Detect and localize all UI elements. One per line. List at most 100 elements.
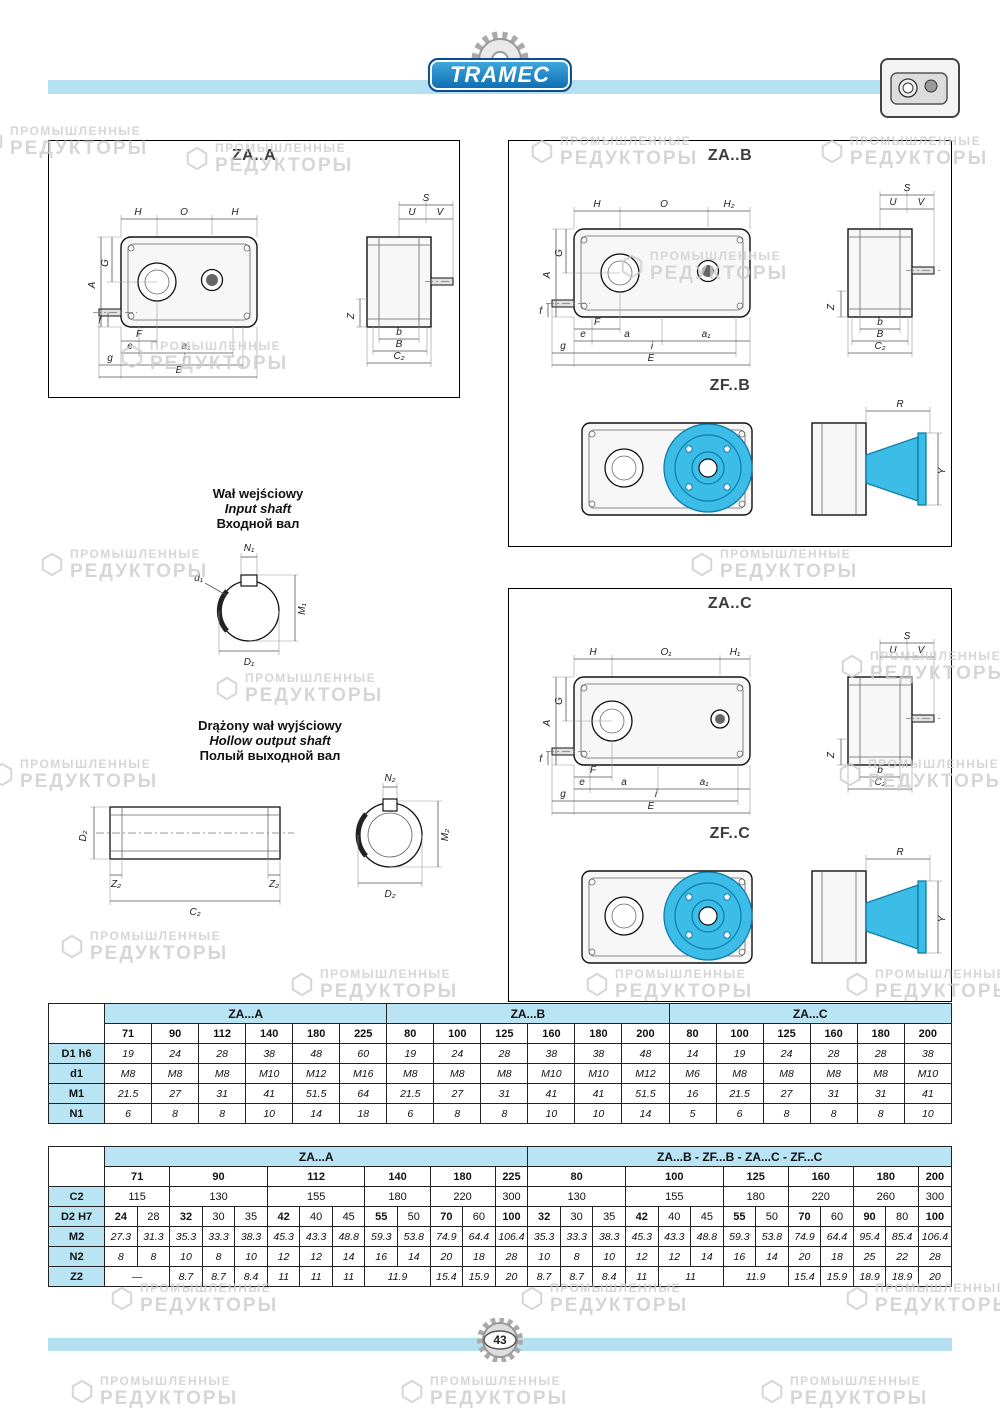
value-cell: 10	[527, 1246, 561, 1267]
watermark-line2: РЕДУКТОРЫ	[320, 980, 459, 1002]
drawing-shape	[477, 1318, 523, 1362]
value-cell: 28	[809, 1043, 858, 1064]
input-shaft-title-ru: Входной вал	[216, 516, 300, 531]
drawing-shape	[837, 738, 848, 766]
size-header: 160	[809, 1023, 858, 1044]
drawing-shape	[588, 430, 596, 438]
value-cell: 220	[429, 1186, 496, 1207]
input-shaft-title-pl: Wał wejściowy	[212, 486, 304, 501]
watermark-hex-icon	[691, 553, 713, 577]
dim-label: Z	[346, 312, 357, 320]
drawing-shape	[738, 878, 746, 886]
dim-label: a	[621, 777, 627, 788]
value-cell: M8	[480, 1063, 529, 1084]
value-cell: 11	[266, 1266, 301, 1287]
value-cell: 33.3	[201, 1226, 236, 1247]
size-header: 200	[621, 1023, 670, 1044]
value-cell: 35.3	[527, 1226, 561, 1247]
value-cell: 20	[787, 1246, 822, 1267]
value-cell: 12	[657, 1246, 692, 1267]
watermark-line1: ПРОМЫШЛЕННЫЕ	[430, 1374, 562, 1388]
input-shaft-title-en: Input shaft	[224, 501, 292, 516]
drawing-shape	[698, 906, 718, 926]
drawing-shape	[356, 298, 367, 328]
gearbox-thumbnail	[880, 58, 960, 118]
dim-label: M₂	[440, 829, 451, 841]
value-cell: 8.4	[592, 1266, 626, 1287]
value-cell: 180	[364, 1186, 431, 1207]
value-cell: 20	[429, 1246, 464, 1267]
dim-label: b	[396, 327, 402, 338]
value-cell: 28	[856, 1043, 905, 1064]
dim-label: a₁	[702, 329, 711, 340]
value-cell: M8	[433, 1063, 482, 1084]
size-header: 80	[527, 1166, 626, 1187]
dim-label: C₂	[874, 341, 885, 352]
drawing-shape	[521, 1287, 543, 1311]
watermark-line2: РЕДУКТОРЫ	[550, 1294, 689, 1316]
drawing-shape	[837, 290, 848, 318]
dim-label: C₂	[189, 907, 200, 918]
value-cell: M12	[292, 1063, 341, 1084]
value-cell: M8	[856, 1063, 905, 1084]
dim-label: g	[560, 341, 566, 352]
value-cell: 45	[690, 1206, 724, 1227]
row-label: M2	[47, 1226, 106, 1247]
zf-b-views: R Y	[581, 399, 948, 516]
value-cell: 10	[527, 1103, 576, 1124]
dim-label: U	[889, 197, 897, 208]
value-cell: 10	[903, 1103, 953, 1124]
drawing-shape	[61, 935, 83, 959]
drawing-shape	[127, 312, 135, 320]
watermark-line2: РЕДУКТОРЫ	[90, 942, 229, 964]
dim-label: g	[560, 789, 566, 800]
watermark-line2: РЕДУКТОРЫ	[100, 1387, 239, 1409]
size-header: 100	[715, 1023, 764, 1044]
dim-label: a₁	[182, 341, 191, 352]
drawing-shape	[723, 893, 731, 901]
dim-label: i	[651, 341, 654, 352]
watermark-hex-icon	[71, 1380, 93, 1404]
value-cell: 30	[201, 1206, 236, 1227]
value-cell: 15.4	[787, 1266, 822, 1287]
watermark-line2: РЕДУКТОРЫ	[790, 1387, 929, 1409]
value-cell: 11.9	[364, 1266, 431, 1287]
drawing-shape	[109, 859, 281, 905]
value-cell: 5	[668, 1103, 717, 1124]
drawing-shape	[723, 483, 731, 491]
za-b-title: ZA..B	[707, 147, 753, 164]
drawing-shape	[847, 317, 913, 357]
value-cell: 21.5	[386, 1083, 435, 1104]
drawing-shape	[483, 1330, 517, 1350]
drawing-shape	[243, 312, 251, 320]
value-cell: 60	[820, 1206, 854, 1227]
drawing-shape	[249, 574, 299, 642]
size-header: 100	[433, 1023, 482, 1044]
value-cell: 20	[917, 1266, 953, 1287]
value-cell: 35.3	[169, 1226, 203, 1247]
dim-label: F	[590, 765, 597, 776]
value-cell: 11	[299, 1266, 333, 1287]
value-cell: M10	[903, 1063, 953, 1084]
dim-label: e	[127, 341, 133, 352]
row-label: Z2	[47, 1266, 106, 1287]
dim-label: Z₂	[268, 879, 279, 890]
dim-label: E	[648, 353, 655, 364]
watermark-line1: ПРОМЫШЛЕННЫЕ	[90, 929, 222, 943]
output-shaft-drawing: D₂ Z₂ Z₂ C₂ N₂ M₂ D₂	[78, 773, 451, 918]
value-cell: M10	[574, 1063, 623, 1084]
value-cell: 38	[527, 1043, 576, 1064]
value-cell: 130	[527, 1186, 626, 1207]
drawing-shape	[0, 134, 3, 149]
value-cell: 32	[169, 1206, 203, 1227]
drawing-shape	[691, 553, 713, 577]
table-group-header: ZA...A	[104, 1146, 529, 1167]
value-cell: 28	[917, 1246, 953, 1267]
value-cell: 100	[917, 1206, 953, 1227]
value-cell: 14	[755, 1246, 789, 1267]
drawing-shape	[736, 684, 744, 692]
